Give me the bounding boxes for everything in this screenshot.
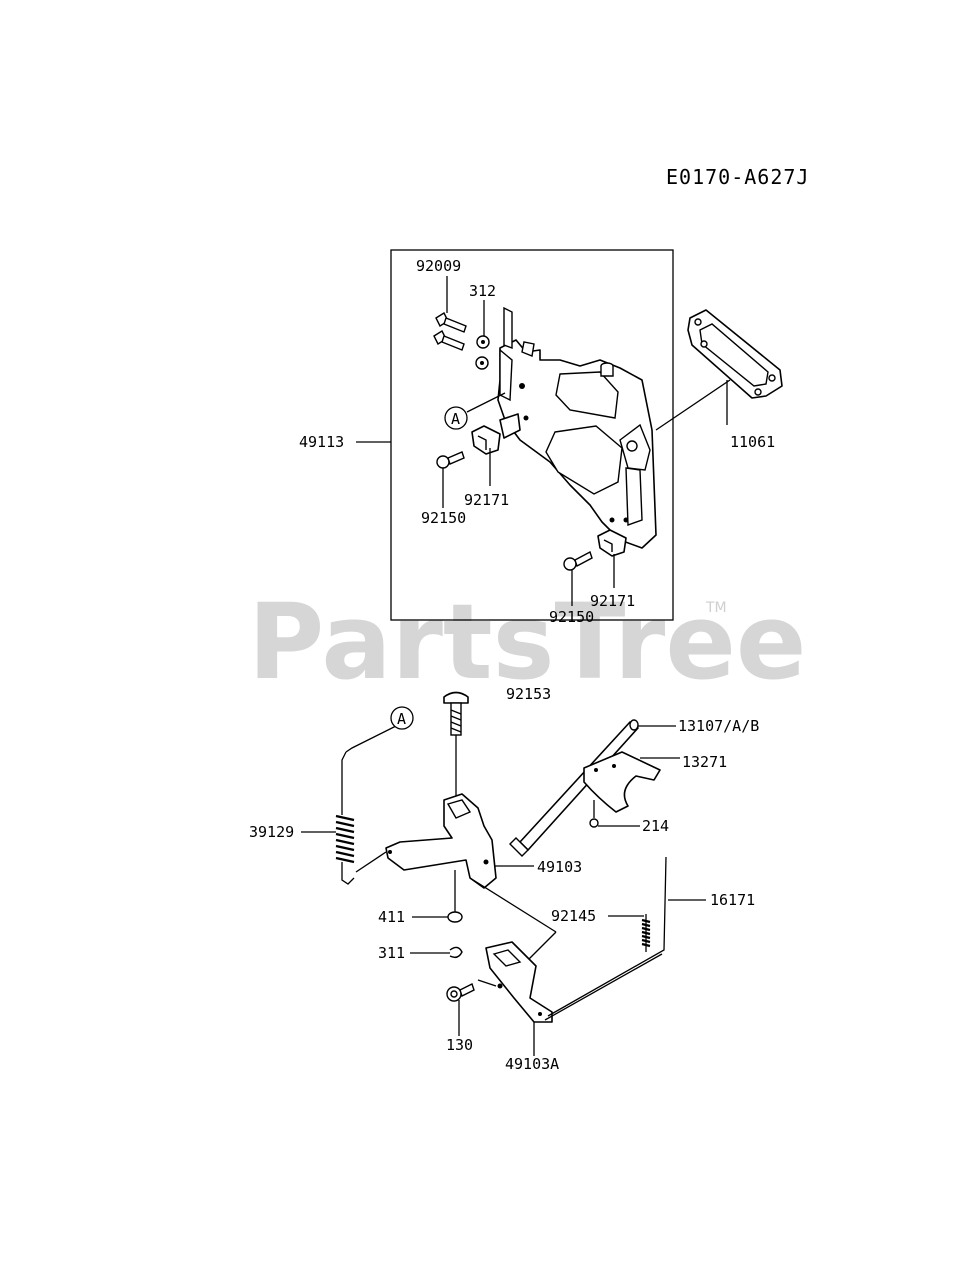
label-13107-a-b: 13107/A/B xyxy=(678,717,759,735)
label-92150-upper: 92150 xyxy=(421,509,466,527)
bolt-92009-drawing xyxy=(433,311,467,351)
label-312: 312 xyxy=(469,282,496,300)
clip-311-drawing xyxy=(449,946,463,959)
label-49113: 49113 xyxy=(299,433,344,451)
label-16171: 16171 xyxy=(710,891,755,909)
rod-16171-drawing xyxy=(544,856,667,1021)
clip-92171-upper-drawing xyxy=(471,413,521,455)
watermark-trademark: TM xyxy=(705,600,727,616)
label-49103A: 49103A xyxy=(505,1055,559,1073)
label-92009: 92009 xyxy=(416,257,461,275)
washer-411-drawing xyxy=(447,911,463,923)
label-92145: 92145 xyxy=(551,907,596,925)
screw-92150-lower-drawing xyxy=(563,550,593,571)
label-411: 411 xyxy=(378,908,405,926)
spring-92145-drawing xyxy=(641,914,651,952)
screw-92150-upper-drawing xyxy=(436,451,465,469)
label-214: 214 xyxy=(642,817,669,835)
bolt-92153-drawing xyxy=(443,691,469,736)
gasket-11061-drawing xyxy=(687,309,783,399)
clip-92171-lower-drawing xyxy=(597,529,627,557)
spring-39129-drawing xyxy=(335,723,401,885)
bracket-plate-drawing xyxy=(497,306,657,549)
assembly-box-49113 xyxy=(390,249,674,621)
label-311: 311 xyxy=(378,944,405,962)
plate-13271-drawing xyxy=(583,751,661,813)
label-11061: 11061 xyxy=(730,433,775,451)
label-92150-lower: 92150 xyxy=(549,608,594,626)
lever-49103-drawing xyxy=(385,793,497,889)
label-92171-lower: 92171 xyxy=(590,592,635,610)
ref-marker-lower xyxy=(390,706,414,730)
label-13271: 13271 xyxy=(682,753,727,771)
label-39129: 39129 xyxy=(249,823,294,841)
label-130: 130 xyxy=(446,1036,473,1054)
diagram-code: E0170-A627J xyxy=(666,165,809,189)
nut-312-drawing xyxy=(475,335,490,370)
shaft-13107-drawing xyxy=(509,719,639,857)
ref-marker-upper-label: A xyxy=(451,410,460,428)
watermark-brand: PartsTree xyxy=(248,581,806,703)
label-92153: 92153 xyxy=(506,685,551,703)
lever-49103A-drawing xyxy=(485,941,553,1023)
bolt-130-drawing xyxy=(446,983,475,1002)
ref-marker-lower-label: A xyxy=(397,710,406,728)
label-92171-upper: 92171 xyxy=(464,491,509,509)
screw-214-drawing xyxy=(589,800,599,828)
label-49103: 49103 xyxy=(537,858,582,876)
ref-marker-upper xyxy=(444,406,468,430)
